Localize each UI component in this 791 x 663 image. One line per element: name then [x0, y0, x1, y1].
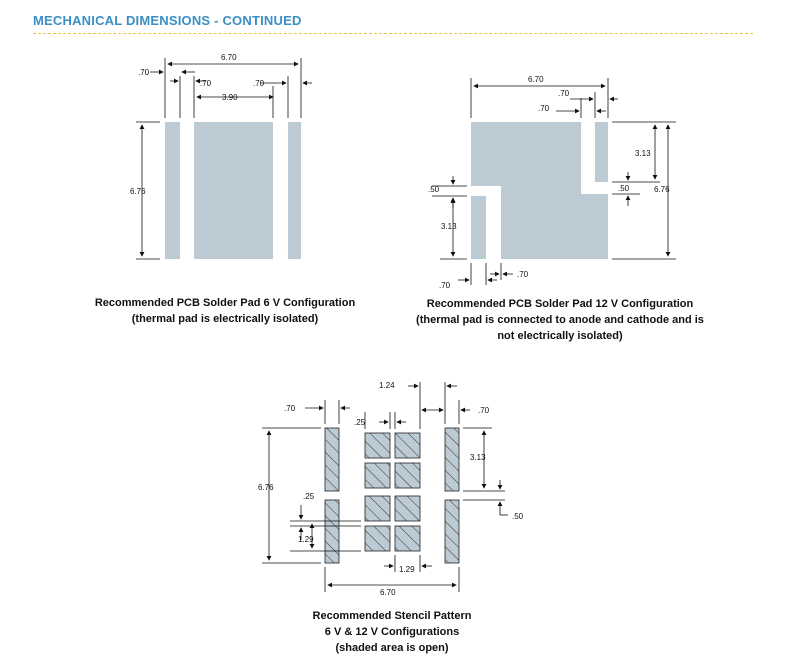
header-divider	[33, 33, 753, 34]
dim-center-pad: 3.90	[222, 93, 238, 102]
stencil-center-grid	[364, 432, 421, 552]
stencil-square	[394, 495, 421, 522]
stencil-left-bottom	[324, 499, 340, 564]
dim-left-gap: .25	[303, 492, 315, 501]
caption-line: 6 V & 12 V Configurations	[324, 626, 460, 638]
caption-line: (shaded area is open)	[335, 642, 449, 654]
dim-height: 6.76	[258, 483, 274, 492]
dim-right-pad: .70	[478, 406, 490, 415]
diagram1-caption: Recommended PCB Solder Pad 6 V Configura…	[60, 295, 390, 327]
dim-gap-small: .25	[354, 418, 366, 427]
dim-bottom-span: 1.29	[399, 565, 415, 574]
dim-left-pad: .70	[284, 404, 296, 413]
right-pad	[288, 122, 301, 259]
pcb-pad-6v-diagram: 6.70 .70 .70 3.90 .70 6.76	[130, 53, 312, 260]
dim-left-height: 1.29	[298, 535, 314, 544]
caption-line: Recommended PCB Solder Pad 6 V Configura…	[94, 297, 356, 309]
dim-height: 6.76	[130, 187, 146, 196]
dim-bottom-left: .70	[439, 281, 451, 290]
thermal-pad	[471, 122, 608, 259]
dim-top-pad: .70	[538, 104, 550, 113]
caption-line: Recommended PCB Solder Pad 12 V Configur…	[426, 298, 694, 310]
caption-line: Recommended Stencil Pattern	[312, 610, 472, 622]
stencil-square	[364, 432, 391, 459]
dim-total-width: 6.70	[221, 53, 237, 62]
stencil-square	[364, 495, 391, 522]
caption-line: not electrically isolated)	[497, 330, 623, 342]
stencil-left-top	[324, 427, 340, 492]
stencil-square	[394, 432, 421, 459]
diagram3-caption: Recommended Stencil Pattern 6 V & 12 V C…	[242, 608, 542, 656]
dim-right-gap: .50	[618, 184, 630, 193]
stencil-pattern-diagram: 1.24 .70 .70 .25 6.76 3.13 .50 .25 1.29 …	[258, 381, 524, 597]
dim-right-height: 3.13	[470, 453, 486, 462]
stencil-square	[364, 525, 391, 552]
stencil-square	[364, 462, 391, 489]
stencil-right-bottom	[444, 499, 460, 564]
dim-right-pad: .70	[253, 79, 265, 88]
dim-gap: .70	[200, 79, 212, 88]
dim-left-gap: .50	[428, 185, 440, 194]
center-pad	[194, 122, 273, 259]
dim-top-span: 1.24	[379, 381, 395, 390]
dim-total-width: 6.70	[380, 588, 396, 597]
dim-top-gap: .70	[558, 89, 570, 98]
stencil-square	[394, 462, 421, 489]
diagram2-caption: Recommended PCB Solder Pad 12 V Configur…	[395, 296, 725, 344]
left-pad	[165, 122, 180, 259]
caption-line: (thermal pad is connected to anode and c…	[416, 314, 704, 326]
pcb-pad-12v-diagram: 6.70 .70 .70 3.13 .50 6.76 .50 3.13 .70 …	[428, 75, 676, 290]
dim-left-height: 3.13	[441, 222, 457, 231]
dim-top-height: 3.13	[635, 149, 651, 158]
section-title: MECHANICAL DIMENSIONS - CONTINUED	[33, 13, 302, 28]
stencil-right-top	[444, 427, 460, 492]
bottom-left-pad	[471, 196, 486, 259]
dim-total-width: 6.70	[528, 75, 544, 84]
top-right-pad	[595, 122, 608, 182]
dim-right-gap: .50	[512, 512, 524, 521]
stencil-square	[394, 525, 421, 552]
dim-height: 6.76	[654, 185, 670, 194]
dim-bottom-right: .70	[517, 270, 529, 279]
caption-line: (thermal pad is electrically isolated)	[131, 313, 319, 325]
dim-left-pad: .70	[138, 68, 150, 77]
